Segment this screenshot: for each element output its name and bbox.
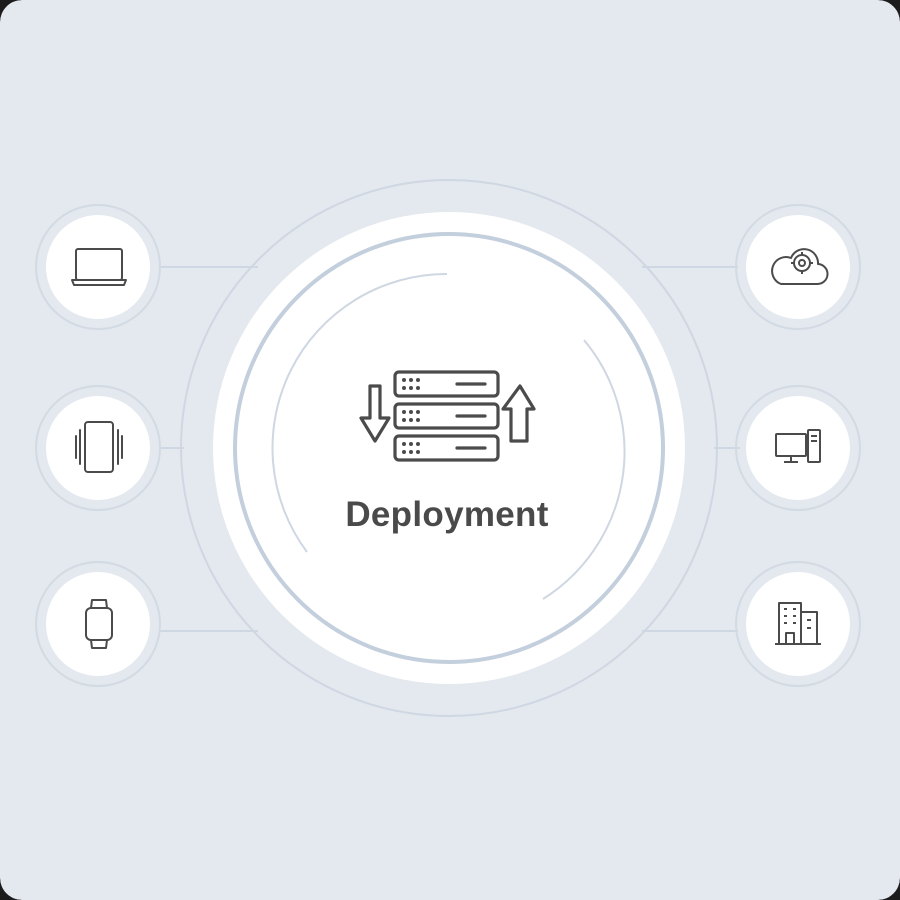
node-cloud[interactable] [735,204,861,330]
outer-orbit-ring [180,179,718,717]
office-building-icon [775,602,821,645]
server-rack-transfer-icon [359,370,536,462]
center-label: Deployment [345,495,549,534]
center-ring [233,232,665,664]
node-smartwatch[interactable] [35,561,161,687]
laptop-icon [71,248,127,286]
tablet-icon [75,421,123,473]
connector-lines [160,266,740,632]
node-tablet[interactable] [35,385,161,511]
node-desktop[interactable] [735,385,861,511]
node-building[interactable] [735,561,861,687]
smartwatch-icon [85,599,113,649]
cloud-gear-icon [771,248,829,286]
inner-arc-right [542,339,626,600]
desktop-computer-icon [775,429,821,463]
inner-arc-left [271,272,448,553]
node-laptop[interactable] [35,204,161,330]
